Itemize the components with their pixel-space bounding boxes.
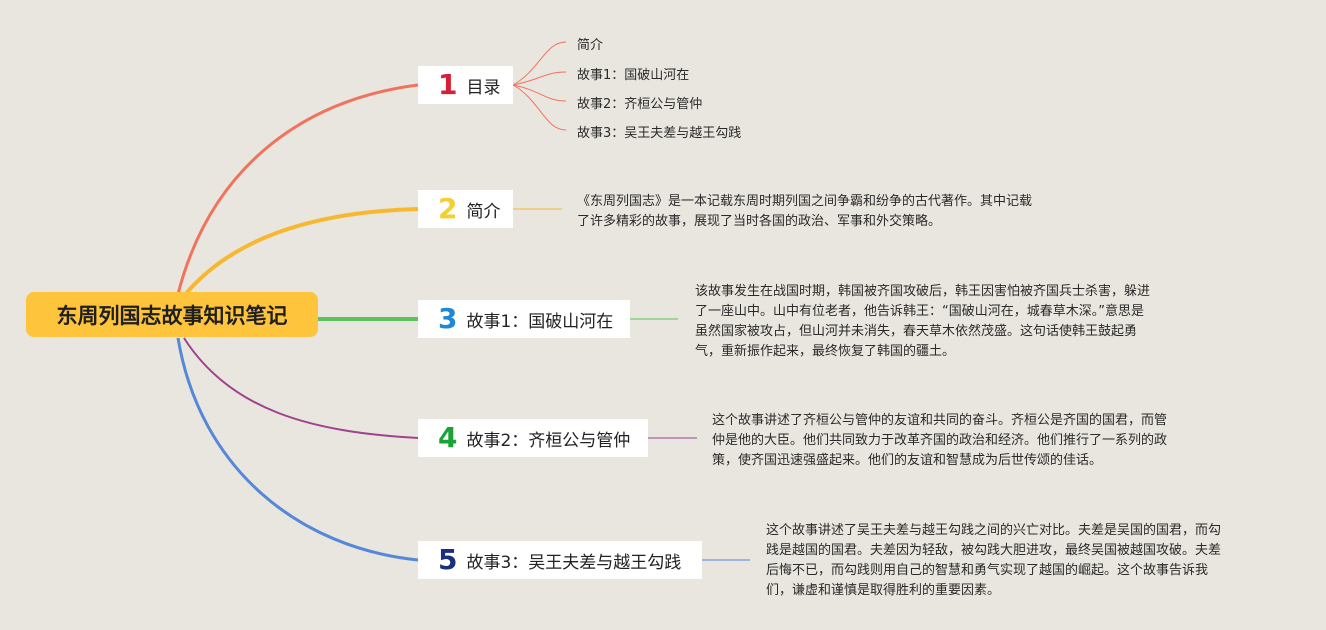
connector-branch-2 bbox=[182, 207, 419, 298]
toc-connector-4 bbox=[512, 84, 567, 131]
toc-item-story2[interactable]: 故事2：齐桓公与管仲 bbox=[577, 97, 703, 112]
branch-label: 简介 bbox=[466, 201, 501, 222]
toc-connectors bbox=[512, 41, 567, 131]
branch-label: 故事3：吴王夫差与越王勾践 bbox=[466, 552, 682, 573]
branch-number: 2 bbox=[438, 192, 458, 225]
toc-item-story1[interactable]: 故事1：国破山河在 bbox=[577, 68, 690, 83]
connector-branch-1 bbox=[176, 83, 419, 295]
toc-connector-3 bbox=[512, 84, 567, 102]
branch-label: 目录 bbox=[466, 77, 501, 98]
note-story3: 这个故事讲述了吴王夫差与越王勾践之间的兴亡对比。夫差是吴国的国君，而勾 践是越国… bbox=[766, 523, 1222, 598]
note-story1: 该故事发生在战国时期，韩国被齐国攻破后，韩王因害怕被齐国兵士杀害，躲进 了一座山… bbox=[695, 284, 1151, 359]
root-topic[interactable]: 东周列国志故事知识笔记 bbox=[26, 292, 318, 337]
connector-branch-4 bbox=[183, 337, 419, 439]
branch-number: 4 bbox=[438, 421, 458, 454]
toc-item-intro[interactable]: 简介 bbox=[577, 38, 604, 53]
branch-label: 故事2：齐桓公与管仲 bbox=[466, 430, 631, 451]
branch-node-story1[interactable]: 3 故事1：国破山河在 bbox=[418, 300, 630, 338]
note-intro: 《东周列国志》是一本记载东周时期列国之间争霸和纷争的古代著作。其中记载 了许多精… bbox=[577, 194, 1033, 229]
branch-number: 1 bbox=[438, 68, 458, 101]
branch-label: 故事1：国破山河在 bbox=[466, 311, 614, 332]
root-title: 东周列国志故事知识笔记 bbox=[56, 303, 288, 328]
branch-number: 3 bbox=[438, 302, 458, 335]
note-story2: 这个故事讲述了齐桓公与管仲的友谊和共同的奋斗。齐桓公是齐国的国君，而管 仲是他的… bbox=[712, 413, 1168, 468]
connector-branch-5 bbox=[176, 337, 419, 562]
branch-node-story3[interactable]: 5 故事3：吴王夫差与越王勾践 bbox=[418, 541, 702, 579]
branch-node-intro[interactable]: 2 简介 bbox=[418, 190, 513, 228]
branch-node-story2[interactable]: 4 故事2：齐桓公与管仲 bbox=[418, 419, 648, 457]
toc-item-story3[interactable]: 故事3：吴王夫差与越王勾践 bbox=[577, 126, 742, 141]
branch-number: 5 bbox=[438, 543, 458, 576]
toc-connector-2 bbox=[512, 71, 567, 86]
toc-connector-1 bbox=[512, 41, 567, 86]
branch-node-toc[interactable]: 1 目录 bbox=[418, 66, 513, 104]
